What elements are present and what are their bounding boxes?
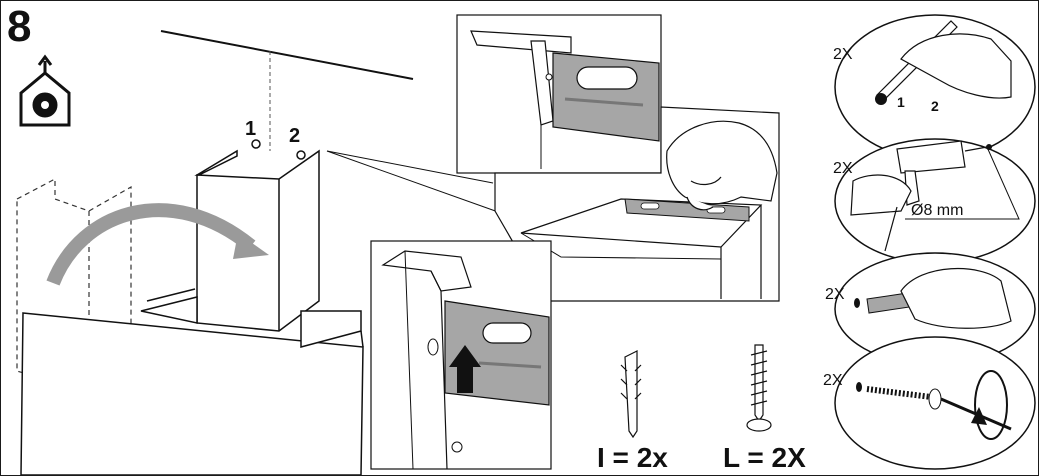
rotate-arrow-icon	[971, 370, 1008, 440]
screw-count-label: L = 2X	[723, 442, 806, 473]
pencil-icon	[876, 20, 1012, 102]
qty-plug: 2X	[825, 286, 845, 303]
drill-size-label: Ø8 mm	[911, 202, 963, 219]
step-number: 8	[7, 2, 32, 51]
hole-label-2: 2	[289, 125, 300, 147]
house-fan-icon	[19, 54, 71, 127]
drill-icon	[850, 140, 988, 252]
qty-drill: 2X	[833, 160, 853, 177]
step-oval-plug	[834, 252, 1036, 366]
hole-label-1: 1	[245, 118, 256, 140]
detail-box-top	[456, 14, 662, 174]
qty-mark: 2X	[833, 46, 853, 63]
detail-box-middle	[494, 106, 780, 302]
ceiling-line	[160, 30, 414, 151]
mark-label-2: 2	[931, 98, 939, 114]
step-oval-screw	[834, 336, 1036, 470]
hand-icon	[666, 120, 778, 211]
chimney-upper	[194, 149, 320, 332]
plug-count-label: I = 2x	[597, 442, 668, 473]
push-up-arrow-icon	[449, 345, 481, 393]
qty-screw: 2X	[823, 372, 843, 389]
detail-box-bottom	[370, 240, 552, 470]
step-oval-mark: 1 2	[834, 14, 1036, 160]
screw-icon	[746, 344, 772, 432]
hole-markers: 1 2	[245, 118, 306, 160]
hood-body	[20, 288, 364, 475]
step-oval-drill: Ø8 mm	[834, 138, 1036, 264]
mark-label-1: 1	[897, 94, 905, 110]
move-arrow	[46, 203, 256, 286]
wall-plug-icon	[620, 350, 642, 439]
